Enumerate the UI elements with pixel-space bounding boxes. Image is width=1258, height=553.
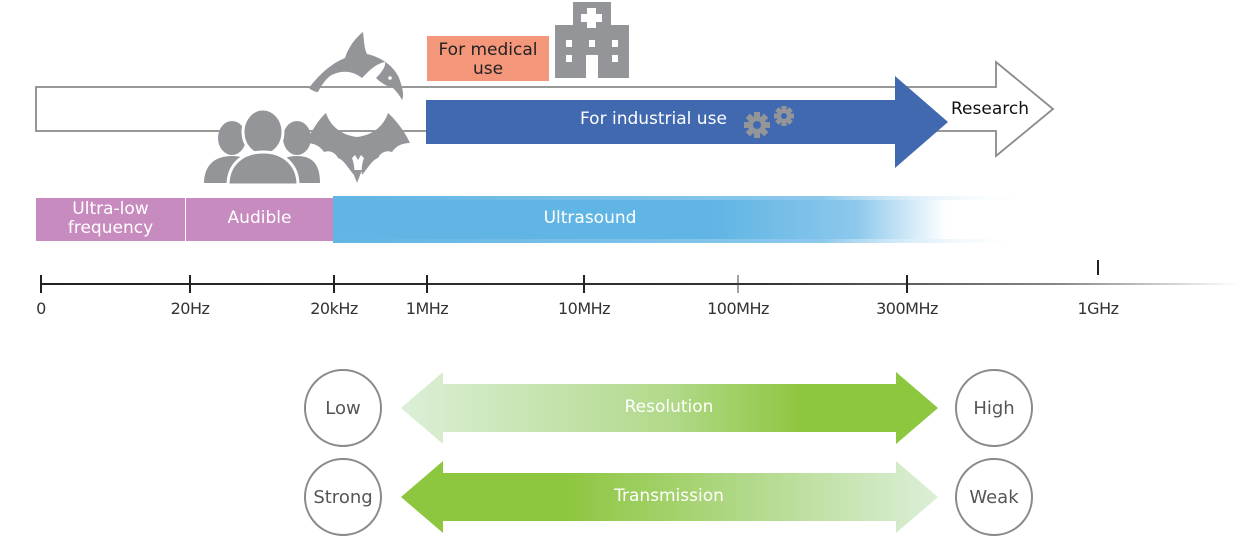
- bat-icon: [306, 113, 410, 183]
- people-icon: [204, 107, 320, 187]
- tick-label-10mhz: 10MHz: [557, 299, 611, 318]
- band-audible: [186, 198, 333, 241]
- tick-label-1mhz: 1MHz: [405, 299, 449, 318]
- transmission-weak-circle: Weak: [955, 458, 1033, 536]
- band-ultra-low-label: Ultra-low frequency: [36, 200, 185, 238]
- band-ultrasound: [333, 200, 1030, 239]
- medical-use-label-line2: use: [472, 59, 504, 79]
- frequency-axis: [40, 260, 1240, 293]
- medical-use-label: For medical use: [427, 41, 549, 79]
- hospital-icon: [555, 2, 629, 78]
- transmission-strong-circle: Strong: [304, 458, 382, 536]
- dolphin-icon: [309, 32, 404, 100]
- research-label: Research: [951, 99, 1029, 119]
- tick-label-100mhz: 100MHz: [707, 299, 769, 318]
- tick-label-0: 0: [36, 299, 46, 318]
- band-ultra-low: [36, 198, 185, 241]
- medical-use-label-line1: For medical: [438, 40, 538, 60]
- tick-label-300mhz: 300MHz: [876, 299, 938, 318]
- medical-use-box: [427, 36, 549, 81]
- resolution-label: Resolution: [624, 397, 714, 417]
- resolution-low-circle: Low: [304, 369, 382, 447]
- transmission-arrow: [401, 461, 938, 533]
- transmission-label: Transmission: [614, 486, 724, 506]
- gears-icon: [744, 106, 794, 138]
- tick-label-20hz: 20Hz: [170, 299, 210, 318]
- resolution-arrow: [401, 372, 938, 444]
- tick-label-1ghz: 1GHz: [1077, 299, 1119, 318]
- industrial-use-arrow: [426, 76, 948, 168]
- tick-label-20khz: 20kHz: [310, 299, 358, 318]
- resolution-high-circle: High: [955, 369, 1033, 447]
- band-ultra-low-line2: frequency: [67, 218, 154, 238]
- band-ultra-low-line1: Ultra-low: [72, 199, 149, 219]
- band-ultrasound-label: Ultrasound: [543, 208, 637, 228]
- industrial-use-label: For industrial use: [580, 109, 727, 129]
- band-audible-label: Audible: [227, 208, 292, 228]
